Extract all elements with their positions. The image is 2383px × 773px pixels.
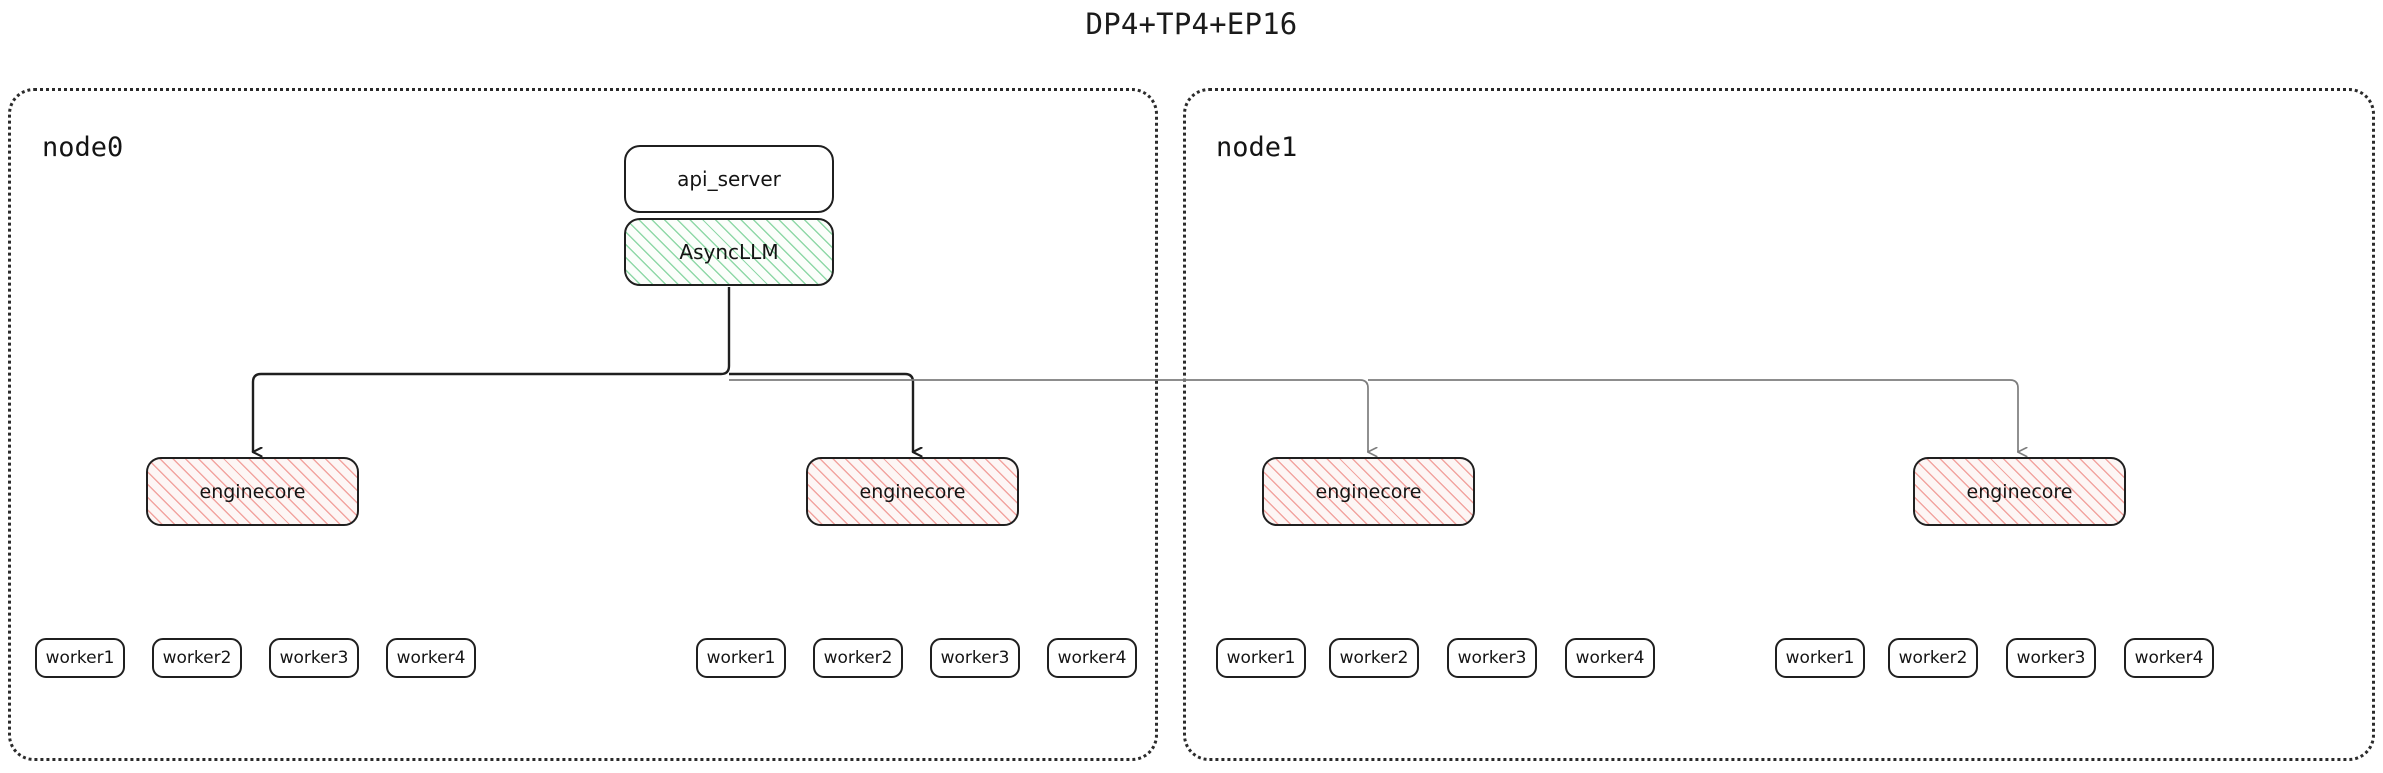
enginecore-box-node1-1[interactable]: enginecore: [1913, 457, 2126, 526]
worker-label: worker4: [396, 648, 466, 668]
asyncllm-label: AsyncLLM: [679, 240, 779, 264]
worker-label: worker1: [45, 648, 115, 668]
worker-label: worker2: [1339, 648, 1409, 668]
worker-box-n0-e1-w1[interactable]: worker1: [696, 638, 786, 678]
worker-label: worker4: [1575, 648, 1645, 668]
worker-label: worker3: [279, 648, 349, 668]
worker-box-n1-e0-w4[interactable]: worker4: [1565, 638, 1655, 678]
enginecore-box-node0-1[interactable]: enginecore: [806, 457, 1019, 526]
worker-label: worker2: [162, 648, 232, 668]
worker-box-n0-e0-w2[interactable]: worker2: [152, 638, 242, 678]
asyncllm-box[interactable]: AsyncLLM: [624, 218, 834, 286]
worker-label: worker2: [1898, 648, 1968, 668]
worker-box-n1-e1-w3[interactable]: worker3: [2006, 638, 2096, 678]
worker-box-n0-e1-w3[interactable]: worker3: [930, 638, 1020, 678]
worker-box-n0-e0-w3[interactable]: worker3: [269, 638, 359, 678]
worker-label: worker3: [1457, 648, 1527, 668]
enginecore-label: enginecore: [859, 480, 966, 503]
node-label-node1: node1: [1216, 132, 1298, 163]
worker-box-n1-e0-w1[interactable]: worker1: [1216, 638, 1306, 678]
worker-label: worker3: [2016, 648, 2086, 668]
worker-box-n0-e0-w1[interactable]: worker1: [35, 638, 125, 678]
worker-box-n1-e1-w4[interactable]: worker4: [2124, 638, 2214, 678]
enginecore-box-node1-0[interactable]: enginecore: [1262, 457, 1475, 526]
worker-label: worker3: [940, 648, 1010, 668]
api-server-box[interactable]: api_server: [624, 145, 834, 213]
worker-box-n1-e1-w1[interactable]: worker1: [1775, 638, 1865, 678]
worker-label: worker1: [1785, 648, 1855, 668]
worker-box-n1-e1-w2[interactable]: worker2: [1888, 638, 1978, 678]
api-server-label: api_server: [677, 167, 781, 191]
worker-label: worker1: [706, 648, 776, 668]
worker-box-n0-e1-w2[interactable]: worker2: [813, 638, 903, 678]
enginecore-label: enginecore: [1966, 480, 2073, 503]
worker-box-n1-e0-w2[interactable]: worker2: [1329, 638, 1419, 678]
worker-label: worker4: [2134, 648, 2204, 668]
worker-label: worker2: [823, 648, 893, 668]
node-label-node0: node0: [42, 132, 124, 163]
worker-label: worker4: [1057, 648, 1127, 668]
worker-box-n0-e0-w4[interactable]: worker4: [386, 638, 476, 678]
enginecore-label: enginecore: [199, 480, 306, 503]
worker-box-n1-e0-w3[interactable]: worker3: [1447, 638, 1537, 678]
worker-label: worker1: [1226, 648, 1296, 668]
worker-box-n0-e1-w4[interactable]: worker4: [1047, 638, 1137, 678]
enginecore-label: enginecore: [1315, 480, 1422, 503]
enginecore-box-node0-0[interactable]: enginecore: [146, 457, 359, 526]
page-title: DP4+TP4+EP16: [1085, 7, 1298, 41]
